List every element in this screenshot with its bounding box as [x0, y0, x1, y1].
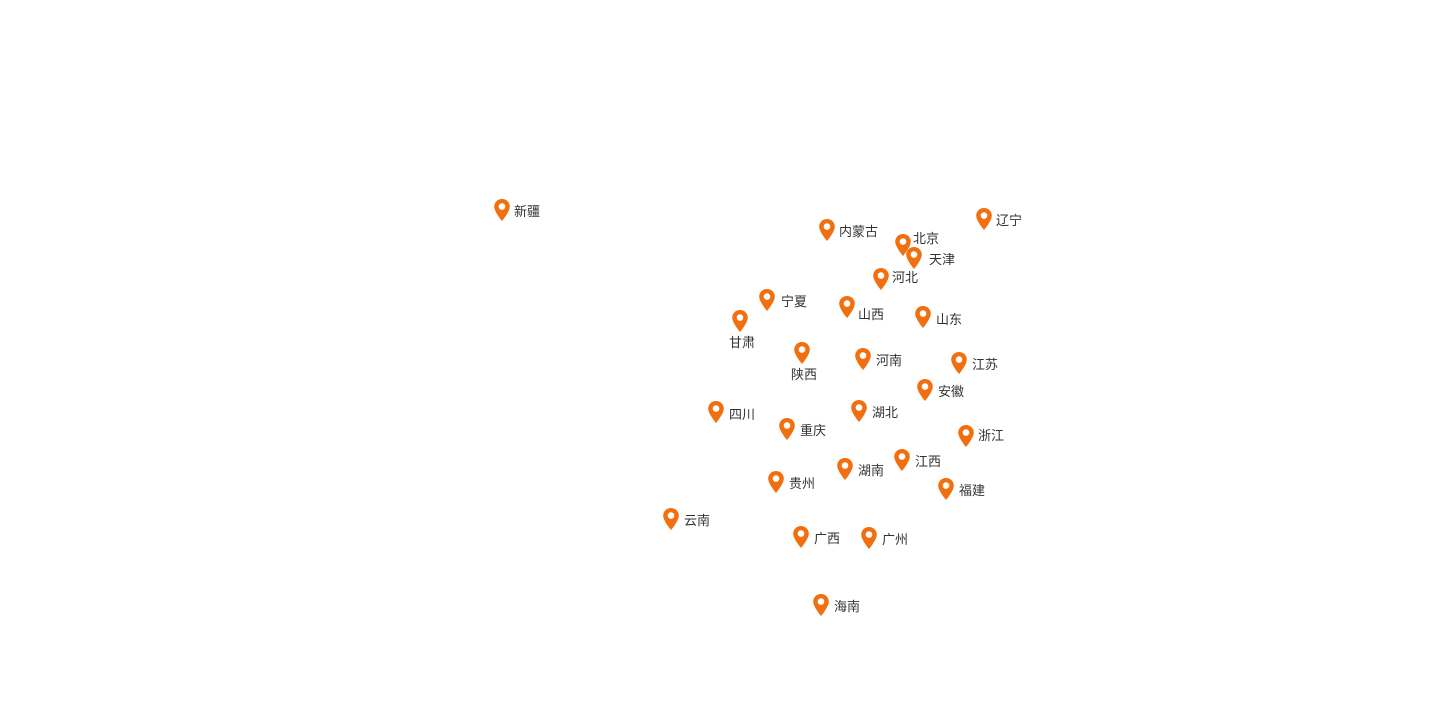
map-pin-icon: [837, 458, 853, 480]
marker-label: 山东: [936, 313, 963, 328]
map-pin-icon: [895, 234, 911, 256]
marker-label: 河北: [892, 271, 919, 286]
marker-label: 安徽: [938, 385, 965, 400]
map-pin-icon: [894, 449, 910, 471]
marker-label: 北京: [913, 232, 940, 247]
marker-label: 重庆: [800, 424, 827, 439]
marker-label: 广西: [814, 532, 841, 547]
marker-label: 湖南: [858, 464, 885, 479]
marker-label: 海南: [834, 600, 861, 615]
marker-label: 广州: [882, 533, 909, 548]
marker-label: 浙江: [978, 429, 1005, 444]
map-pin-icon: [861, 527, 877, 549]
marker-label: 新疆: [514, 205, 541, 220]
map-pin-icon: [906, 247, 922, 269]
map-pin-icon: [813, 594, 829, 616]
map-pin-icon: [708, 401, 724, 423]
marker-label: 云南: [684, 514, 711, 529]
marker-label: 陕西: [791, 368, 818, 383]
map-pin-icon: [759, 289, 775, 311]
marker-label: 山西: [858, 308, 885, 323]
marker-label: 天津: [929, 253, 956, 268]
map-pin-icon: [917, 379, 933, 401]
map-pin-icon: [873, 268, 889, 290]
map-pin-icon: [779, 418, 795, 440]
map-pin-icon: [663, 508, 679, 530]
map-pin-icon: [976, 208, 992, 230]
map-pin-icon: [938, 478, 954, 500]
marker-label: 福建: [959, 484, 986, 499]
marker-label: 辽宁: [996, 214, 1023, 229]
map-pin-icon: [958, 425, 974, 447]
map-pin-icon: [768, 471, 784, 493]
marker-label: 湖北: [872, 406, 899, 421]
map-pin-icon: [851, 400, 867, 422]
map-pin-icon: [494, 199, 510, 221]
map-pin-icon: [732, 310, 748, 332]
marker-label: 四川: [729, 408, 756, 423]
marker-label: 江苏: [972, 358, 999, 373]
map-pin-icon: [819, 219, 835, 241]
marker-label: 宁夏: [781, 295, 808, 310]
marker-label: 河南: [876, 354, 903, 369]
map-pin-icon: [855, 348, 871, 370]
map-pin-icon: [839, 296, 855, 318]
marker-label: 江西: [915, 455, 942, 470]
map-pin-icon: [794, 342, 810, 364]
map-pin-icon: [915, 306, 931, 328]
marker-label: 贵州: [789, 477, 816, 492]
map-pin-icon: [793, 526, 809, 548]
marker-label: 内蒙古: [839, 225, 879, 240]
map-pin-icon: [951, 352, 967, 374]
marker-label: 甘肃: [729, 336, 756, 351]
